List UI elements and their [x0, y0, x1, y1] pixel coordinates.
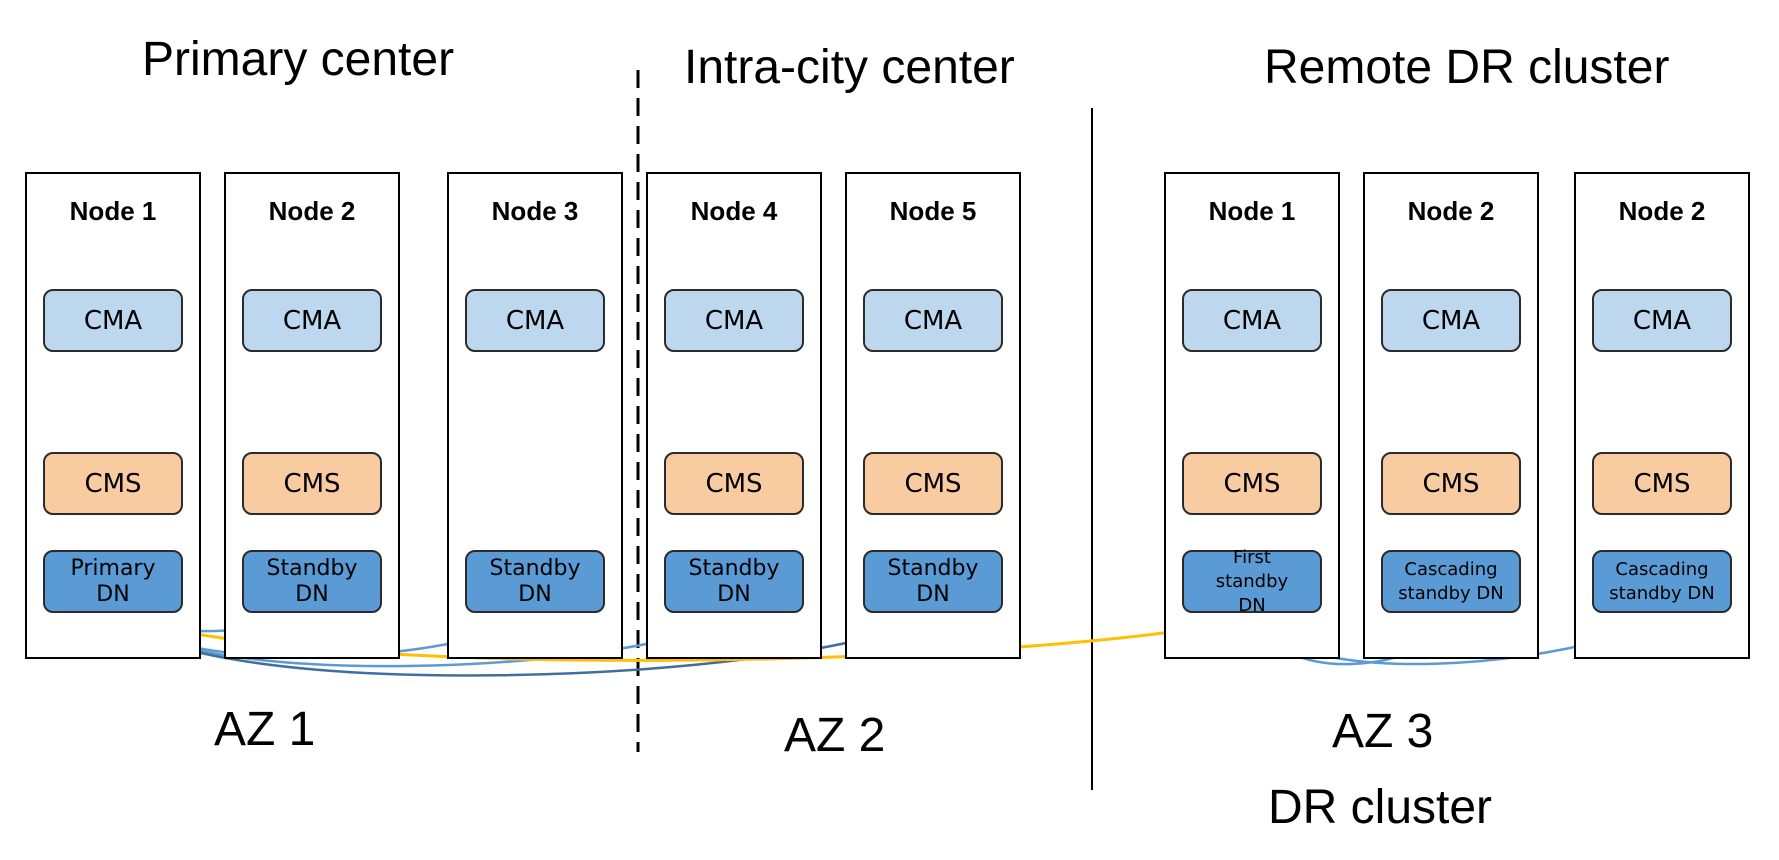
cma-box: CMA [1182, 289, 1322, 352]
region-title-remote: Remote DR cluster [1264, 41, 1670, 94]
node-title: Node 2 [1618, 196, 1706, 226]
dn-box: First standby DN [1182, 547, 1322, 616]
node-title: Node 5 [889, 196, 977, 226]
cma-box: CMA [43, 289, 183, 352]
replication-arrow-node4 [117, 614, 734, 668]
node-title: Node 3 [491, 196, 579, 226]
node-box: Node 2 CMA CMS Cascading standby DN [1574, 172, 1750, 659]
dn-box: Standby DN [242, 550, 382, 613]
node-title: Node 2 [1407, 196, 1495, 226]
az-label-1: AZ 1 [214, 703, 316, 756]
cma-box: CMA [242, 289, 382, 352]
cms-box: CMS [242, 452, 382, 515]
cma-box: CMA [1381, 289, 1521, 352]
node-title: Node 1 [1208, 196, 1296, 226]
node-box: Node 1 CMA CMS Primary DN [25, 172, 201, 659]
az-label-3: AZ 3 [1332, 705, 1434, 758]
node-box: Node 3 CMA Standby DN [447, 172, 623, 659]
cms-box: CMS [664, 452, 804, 515]
cms-box: CMS [1182, 452, 1322, 515]
dn-box: Primary DN [43, 550, 183, 613]
region-title-intra-city: Intra-city center [684, 41, 1015, 94]
dr-cluster-label: DR cluster [1268, 781, 1493, 834]
dn-box: Standby DN [664, 550, 804, 613]
cma-box: CMA [863, 289, 1003, 352]
cma-box: CMA [465, 289, 605, 352]
dn-box: Standby DN [863, 550, 1003, 613]
node-box: Node 2 CMA CMS Cascading standby DN [1363, 172, 1539, 659]
node-box: Node 4 CMA CMS Standby DN [646, 172, 822, 659]
node-box: Node 2 CMA CMS Standby DN [224, 172, 400, 659]
dn-box: Standby DN [465, 550, 605, 613]
region-title-primary: Primary center [142, 33, 455, 86]
node-title: Node 4 [690, 196, 778, 226]
cms-box: CMS [1381, 452, 1521, 515]
cms-box: CMS [43, 452, 183, 515]
node-title: Node 2 [268, 196, 356, 226]
node-title: Node 1 [69, 196, 157, 226]
cma-box: CMA [664, 289, 804, 352]
cma-box: CMA [1592, 289, 1732, 352]
node-box: Node 1 CMA CMS First standby DN [1164, 172, 1340, 659]
node-box: Node 5 CMA CMS Standby DN [845, 172, 1021, 659]
dn-box: Cascading standby DN [1381, 550, 1521, 613]
cms-box: CMS [1592, 452, 1732, 515]
dn-box: Cascading standby DN [1592, 550, 1732, 613]
cms-box: CMS [863, 452, 1003, 515]
az-label-2: AZ 2 [784, 709, 886, 762]
